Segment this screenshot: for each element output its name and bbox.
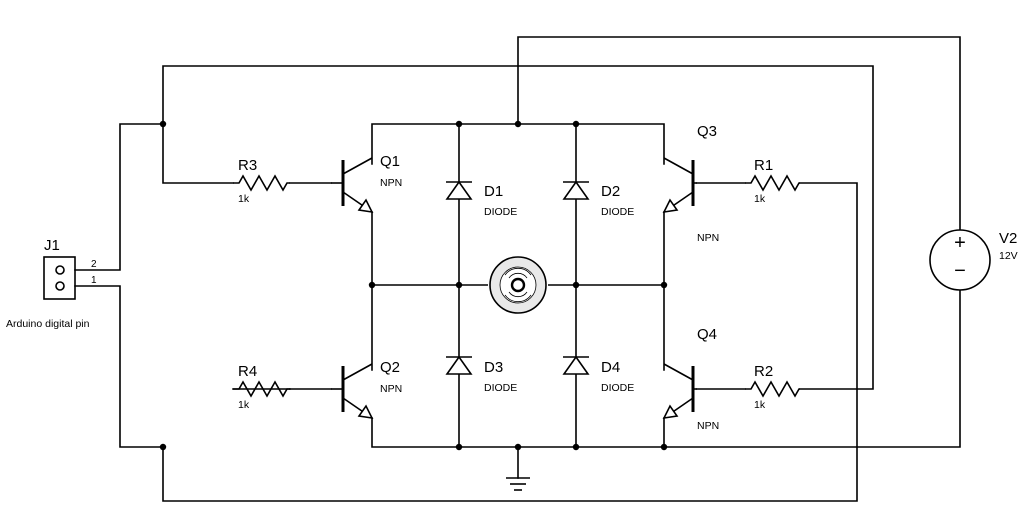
connector-pin-bottom-label: 1 <box>91 275 97 286</box>
diode-d1: D1 DIODE <box>445 180 517 218</box>
connector-pin-1 <box>55 281 65 291</box>
resistor-value: 1k <box>754 399 766 411</box>
diode-ref: D3 <box>484 359 503 376</box>
voltage-source-icon <box>929 229 991 291</box>
resistor-value: 1k <box>238 193 250 205</box>
connector-pin-top-label: 2 <box>91 259 97 270</box>
transistor-q1: Q1 NPN <box>331 153 402 214</box>
transistor-ref: Q2 <box>380 359 400 376</box>
resistor-value: 1k <box>754 193 766 205</box>
diode-type: DIODE <box>601 206 634 218</box>
diode-type: DIODE <box>601 382 634 394</box>
resistor-value: 1k <box>238 399 250 411</box>
diode-d3: D3 DIODE <box>445 355 517 394</box>
diode-ref: D2 <box>601 183 620 200</box>
connector-pin-2 <box>55 265 65 275</box>
resistor-r1: R1 1k <box>745 157 800 205</box>
resistor-ref: R3 <box>238 157 257 174</box>
voltage-source-minus: − <box>954 260 966 282</box>
transistor-type: NPN <box>697 232 719 244</box>
resistor-ref: R1 <box>754 157 773 174</box>
voltage-source-v2: + − V2 12V <box>929 229 1018 291</box>
resistor-ref: R2 <box>754 363 773 380</box>
transistor-q4: Q4 NPN <box>662 326 719 432</box>
diode-ref: D1 <box>484 183 503 200</box>
connector-ref: J1 <box>44 237 60 254</box>
transistor-ref: Q3 <box>697 123 717 140</box>
diode-type: DIODE <box>484 382 517 394</box>
resistor-ref: R4 <box>238 363 257 380</box>
connector-body <box>43 256 76 300</box>
ground-icon <box>506 477 530 491</box>
resistor-r2: R2 1k <box>745 363 800 411</box>
connector-j1: J1 2 1 Arduino digital pin <box>6 237 97 330</box>
voltage-source-value: 12V <box>999 250 1018 262</box>
diode-d4: D4 DIODE <box>562 355 634 394</box>
connector-caption: Arduino digital pin <box>6 318 90 330</box>
voltage-source-ref: V2 <box>999 230 1017 247</box>
transistor-type: NPN <box>380 177 402 189</box>
voltage-source-plus: + <box>954 232 966 254</box>
transistor-type: NPN <box>697 420 719 432</box>
transistor-q2: Q2 NPN <box>331 359 402 420</box>
resistor-r3: R3 1k <box>233 157 290 205</box>
diode-d2: D2 DIODE <box>562 180 634 218</box>
motor <box>488 256 548 314</box>
transistor-type: NPN <box>380 383 402 395</box>
transistor-q3: Q3 NPN <box>662 123 719 244</box>
diode-type: DIODE <box>484 206 517 218</box>
transistor-ref: Q4 <box>697 326 717 343</box>
diode-ref: D4 <box>601 359 620 376</box>
junctions <box>159 120 668 451</box>
resistor-r4: R4 1k <box>233 363 290 411</box>
transistor-ref: Q1 <box>380 153 400 170</box>
